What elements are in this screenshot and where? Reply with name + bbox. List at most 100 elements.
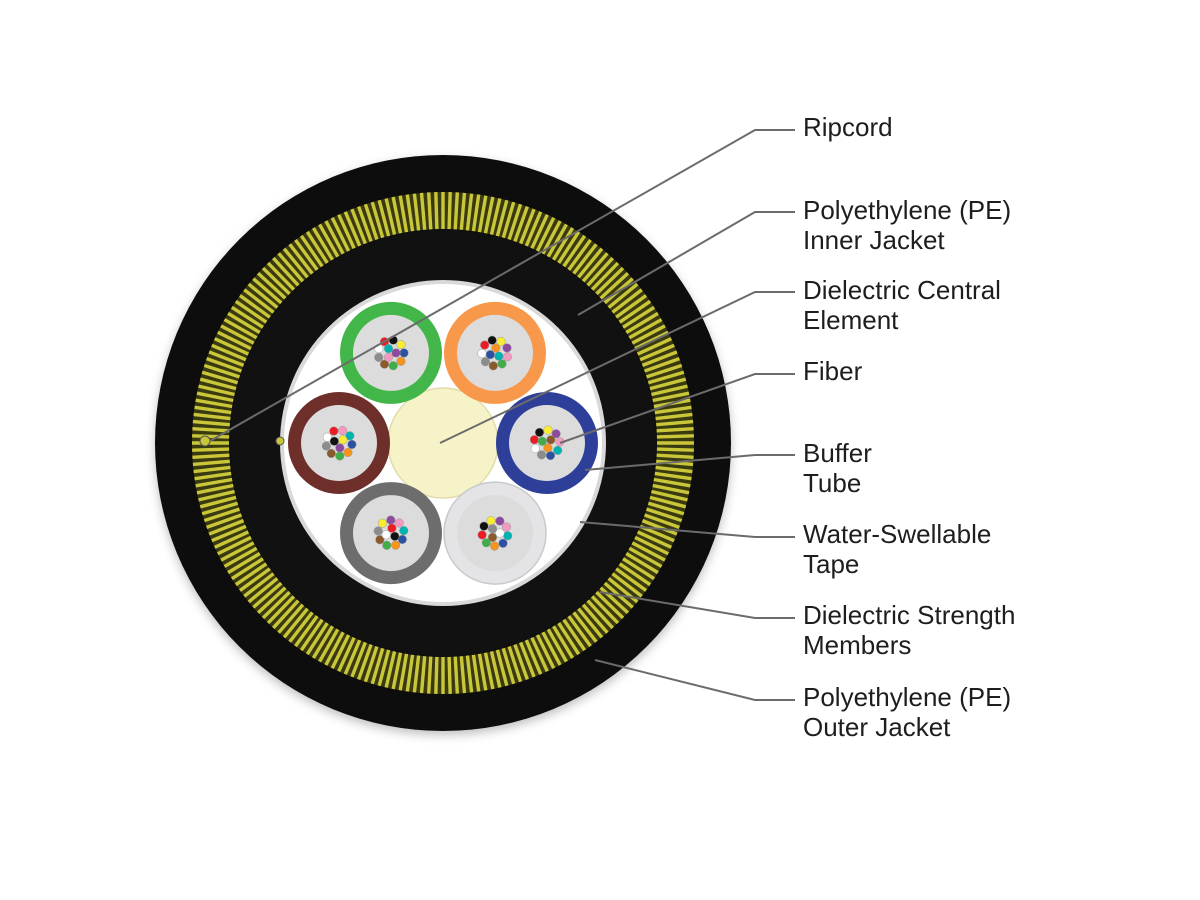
strength-member: [507, 646, 523, 683]
strength-member: [343, 211, 362, 247]
label-central-element: Dielectric Central Element: [803, 275, 1001, 335]
strength-members: [192, 192, 694, 694]
strength-member: [507, 203, 523, 240]
strength-member: [311, 625, 334, 659]
strength-member: [234, 299, 268, 324]
buffer-tube-gel: [509, 405, 585, 481]
strength-member: [489, 651, 502, 688]
strength-member: [656, 419, 694, 427]
fiber: [329, 426, 339, 436]
fiber: [386, 515, 396, 525]
buffer-tube-gel: [457, 314, 533, 391]
strength-member: [330, 217, 351, 252]
strength-member: [636, 530, 673, 549]
strength-member: [282, 607, 309, 639]
strength-member: [618, 562, 652, 587]
strength-member: [651, 384, 688, 397]
strength-member: [213, 530, 250, 549]
strength-member: [192, 419, 230, 427]
strength-member: [586, 599, 614, 630]
buffer-tube-green: [340, 301, 442, 404]
strength-member: [552, 227, 575, 261]
strength-member: [546, 628, 568, 663]
fiber: [530, 444, 540, 454]
fiber: [321, 441, 331, 451]
strength-member: [192, 453, 230, 460]
strength-member: [535, 217, 556, 252]
strength-member: [350, 641, 367, 678]
strength-member: [252, 581, 283, 609]
strength-member: [572, 243, 598, 275]
fiber: [486, 516, 496, 526]
fiber: [487, 524, 498, 534]
strength-member: [524, 639, 543, 675]
strength-member: [581, 603, 609, 634]
strength-member: [196, 391, 234, 403]
fiber: [391, 348, 401, 358]
strength-member: [266, 261, 296, 291]
strength-member: [513, 206, 529, 243]
strength-member: [247, 577, 279, 604]
fiber: [388, 361, 398, 371]
fiber: [345, 431, 355, 441]
strength-member: [193, 465, 231, 474]
strength-member: [557, 230, 581, 264]
strength-member: [261, 590, 291, 620]
strength-member: [459, 192, 467, 230]
strength-member: [519, 208, 536, 245]
strength-member: [655, 412, 693, 421]
fiber: [335, 443, 345, 453]
strength-member: [294, 238, 319, 271]
strength-member: [398, 195, 409, 233]
strength-member: [201, 370, 239, 385]
strength-member: [266, 595, 296, 625]
strength-member: [628, 546, 663, 568]
strength-member: [447, 656, 452, 694]
strength-member: [227, 552, 261, 575]
buffer-tube-gel: [353, 495, 429, 572]
leader-strength-members: [599, 591, 795, 619]
fiber: [479, 521, 489, 531]
strength-member: [639, 343, 675, 362]
fiber: [390, 531, 400, 541]
strength-member: [607, 282, 639, 309]
strength-member: [343, 639, 362, 675]
strength-member: [208, 519, 245, 536]
strength-member: [656, 447, 694, 452]
fiber: [487, 532, 498, 542]
strength-member: [530, 213, 549, 250]
fiber: [488, 361, 498, 371]
strength-member: [370, 201, 385, 239]
fiber: [343, 447, 353, 457]
fiber: [375, 535, 385, 545]
strength-member: [377, 649, 391, 687]
strength-member: [256, 586, 287, 614]
strength-member: [541, 631, 562, 666]
strength-member: [357, 206, 373, 243]
fiber: [396, 356, 406, 366]
strength-member: [595, 590, 625, 620]
strength-member: [656, 453, 694, 460]
leader-outer-jacket: [594, 659, 795, 701]
strength-member: [299, 234, 324, 268]
strength-member: [211, 524, 247, 543]
strength-member: [646, 507, 683, 523]
strength-member: [247, 282, 279, 309]
buffer-tube-white: [443, 481, 547, 585]
strength-member: [641, 350, 678, 367]
fiber: [377, 518, 388, 528]
strength-member: [350, 208, 367, 245]
strength-member: [305, 230, 329, 264]
strength-member: [552, 625, 575, 659]
fiber: [399, 526, 409, 536]
strength-member: [412, 193, 421, 231]
strength-member: [419, 656, 427, 694]
strength-member: [299, 618, 324, 652]
strength-member: [426, 192, 433, 230]
strength-member: [628, 318, 663, 340]
fiber: [553, 445, 563, 455]
strength-member: [434, 656, 439, 694]
strength-member: [501, 201, 516, 239]
strength-member: [405, 194, 415, 232]
strength-member: [426, 656, 433, 694]
